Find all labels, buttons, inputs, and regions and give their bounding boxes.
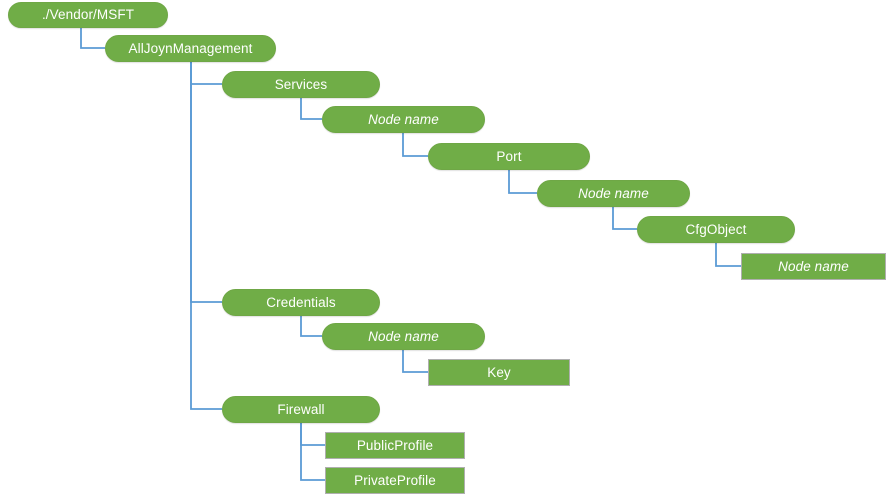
connector-alljoyn-to-services xyxy=(190,62,222,85)
node-privateprofile[interactable]: PrivateProfile xyxy=(325,467,465,494)
node-vendor-msft[interactable]: ./Vendor/MSFT xyxy=(8,2,168,28)
node-credentials[interactable]: Credentials xyxy=(222,289,380,316)
node-label-privateprofile: PrivateProfile xyxy=(354,472,436,488)
connector-firewall-to-publicprofile xyxy=(300,423,325,446)
node-label-services: Services xyxy=(274,76,328,92)
node-cfgobject-node-name[interactable]: Node name xyxy=(741,253,886,280)
node-services-node-name[interactable]: Node name xyxy=(322,106,485,133)
connector-services-to-node-name xyxy=(300,98,322,120)
node-label-credentials-node-name: Node name xyxy=(368,328,439,344)
node-label-firewall: Firewall xyxy=(277,401,325,417)
node-key[interactable]: Key xyxy=(428,359,570,386)
node-services[interactable]: Services xyxy=(222,71,380,98)
node-label-publicprofile: PublicProfile xyxy=(356,437,434,453)
connector-cfgobject-to-node-name xyxy=(715,243,741,267)
connector-credentials-to-node-name xyxy=(300,316,322,337)
connector-node-name-to-cfgobject xyxy=(612,207,637,230)
connector-port-to-node-name xyxy=(508,170,537,194)
node-label-cfgobject-node-name: Node name xyxy=(778,258,849,274)
node-label-alljoynmanagement: AllJoynManagement xyxy=(128,40,253,56)
node-alljoynmanagement[interactable]: AllJoynManagement xyxy=(105,35,276,62)
node-label-port-node-name: Node name xyxy=(578,185,649,201)
connector-alljoyn-to-firewall xyxy=(190,62,222,410)
node-firewall[interactable]: Firewall xyxy=(222,396,380,423)
node-credentials-node-name[interactable]: Node name xyxy=(322,323,485,350)
node-label-services-node-name: Node name xyxy=(368,111,439,127)
node-cfgobject[interactable]: CfgObject xyxy=(637,216,795,243)
connector-vendor-to-alljoyn xyxy=(80,28,105,49)
node-label-port: Port xyxy=(496,148,522,164)
node-label-vendor-msft: ./Vendor/MSFT xyxy=(41,7,135,23)
node-publicprofile[interactable]: PublicProfile xyxy=(325,432,465,459)
node-label-cfgobject: CfgObject xyxy=(685,221,747,237)
node-label-key: Key xyxy=(487,364,511,380)
node-label-credentials: Credentials xyxy=(266,294,336,310)
node-port[interactable]: Port xyxy=(428,143,590,170)
node-port-node-name[interactable]: Node name xyxy=(537,180,690,207)
connector-firewall-to-privateprofile xyxy=(300,423,325,481)
connector-node-name-to-key xyxy=(402,350,428,373)
connector-node-name-to-port xyxy=(402,133,428,157)
connector-alljoyn-to-credentials xyxy=(190,62,222,303)
